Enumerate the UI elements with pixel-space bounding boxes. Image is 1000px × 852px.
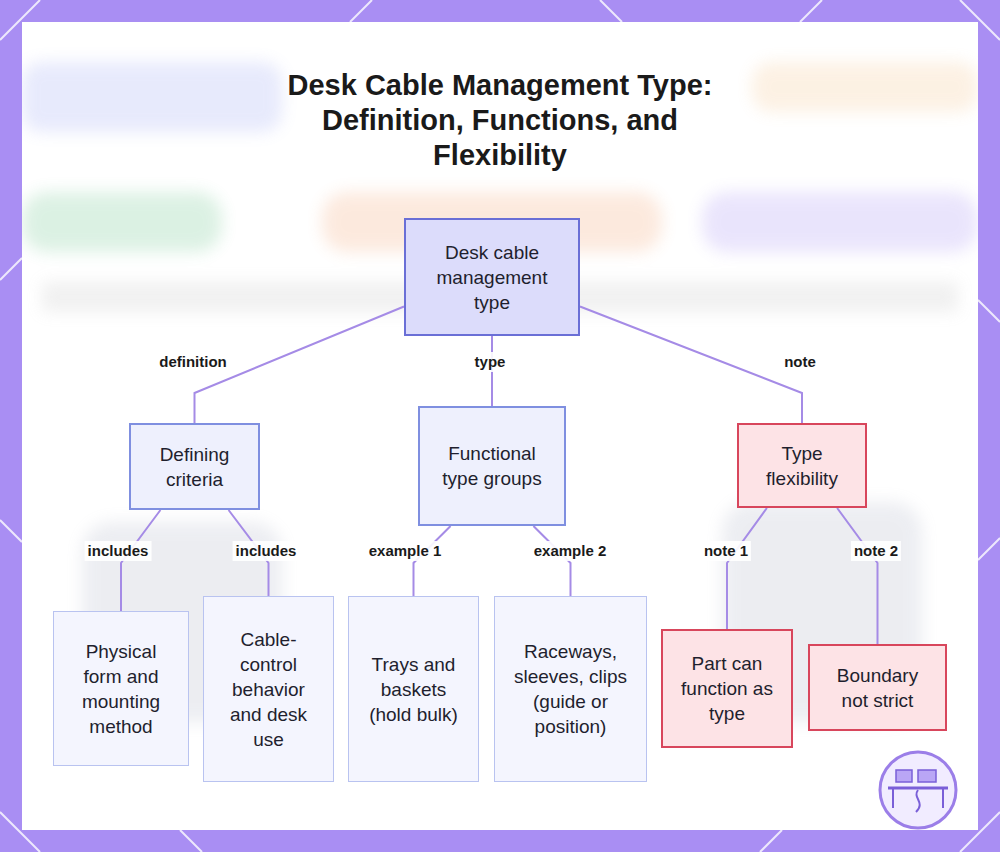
node-text: Cable-control behavior and desk use xyxy=(218,627,319,752)
edge-label: example 1 xyxy=(366,541,445,561)
node-text: Physical form and mounting method xyxy=(66,639,176,739)
detail-box: Cable-control behavior and desk use xyxy=(203,596,334,782)
node-text: Raceways, sleeves, clips (guide or posit… xyxy=(507,639,634,739)
node-text: Desk cable management type xyxy=(418,240,566,315)
edge-label: note 2 xyxy=(851,541,901,561)
edge-label: includes xyxy=(233,541,300,561)
root-box: Desk cable management type xyxy=(404,218,580,336)
detail-box: Physical form and mounting method xyxy=(53,611,189,766)
connector-line xyxy=(533,526,570,596)
node-text: Boundary not strict xyxy=(822,663,933,713)
logo-badge xyxy=(880,752,956,828)
connector-line xyxy=(727,508,767,629)
node-text: Trays and baskets (hold bulk) xyxy=(367,652,460,727)
edge-label: type xyxy=(472,352,509,372)
connector-line xyxy=(580,307,802,424)
node-text: Defining criteria xyxy=(141,442,248,492)
edge-label: note xyxy=(781,352,819,372)
connector-line xyxy=(414,526,451,596)
category-box: Functional type groups xyxy=(418,406,566,526)
note-detail-box: Part can function as type xyxy=(661,629,793,748)
edge-label: includes xyxy=(85,541,152,561)
example-box: Trays and baskets (hold bulk) xyxy=(348,596,479,782)
diagram-title: Desk Cable Management Type: Definition, … xyxy=(265,68,735,173)
note-box: Type flexibility xyxy=(737,423,867,508)
edge-label: example 2 xyxy=(531,541,610,561)
edge-label: note 1 xyxy=(701,541,751,561)
edge-label: definition xyxy=(156,352,230,372)
node-text: Part can function as type xyxy=(675,651,779,726)
category-box: Defining criteria xyxy=(129,423,260,510)
connector-line xyxy=(837,508,877,644)
node-text: Type flexibility xyxy=(751,441,853,491)
node-text: Functional type groups xyxy=(432,441,552,491)
example-box: Raceways, sleeves, clips (guide or posit… xyxy=(494,596,647,782)
note-detail-box: Boundary not strict xyxy=(808,644,947,731)
